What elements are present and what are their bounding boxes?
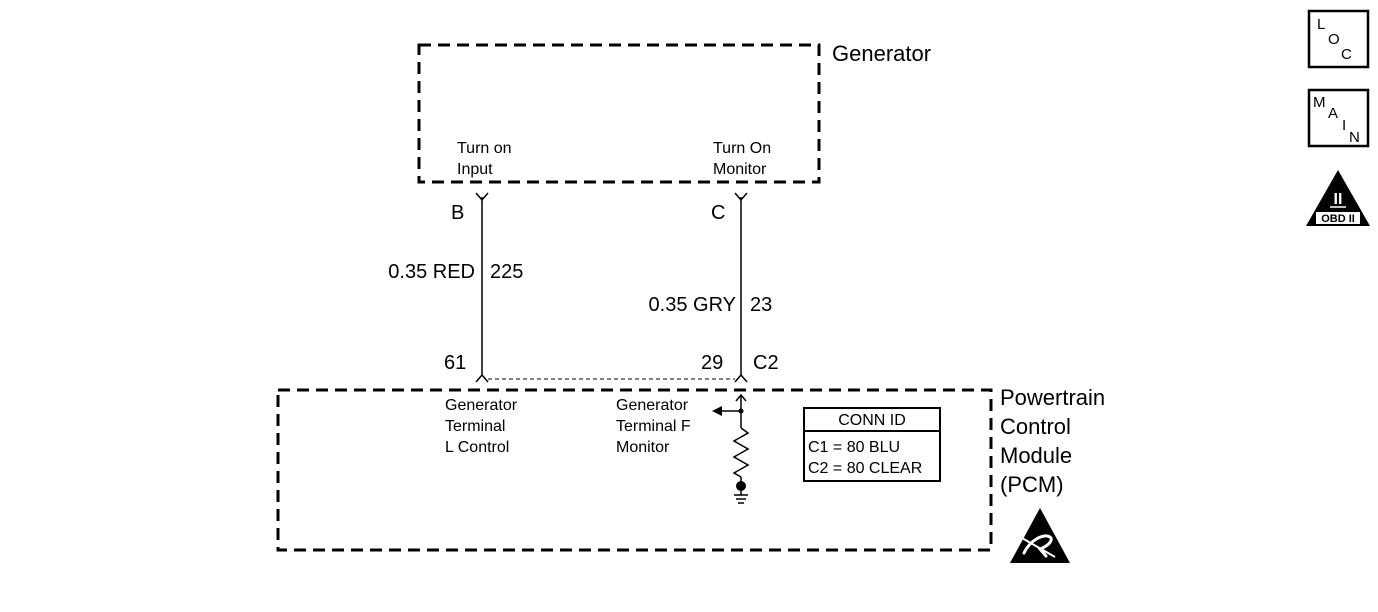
pin-61-label: 61: [444, 352, 466, 374]
turn-on-monitor-label-1: Turn On: [713, 140, 771, 157]
terminal-f-label-3: Monitor: [616, 439, 670, 456]
terminal-f-label-1: Generator: [616, 397, 689, 414]
pcm-title-1: Powertrain: [1000, 385, 1105, 410]
loc-icon-letter-o: O: [1328, 31, 1340, 48]
conn-id-row-c2: C2 = 80 CLEAR: [808, 460, 922, 477]
conn-id-row-c1: C1 = 80 BLU: [808, 439, 900, 456]
wire-225-gauge-color: 0.35 RED: [388, 261, 475, 283]
obd-ii-label: OBD II: [1321, 213, 1355, 225]
turn-on-input-label-1: Turn on: [457, 140, 512, 157]
connector-c2-label: C2: [753, 352, 779, 374]
pcm-title-4: (PCM): [1000, 472, 1064, 497]
main-icon-letter-m: M: [1313, 94, 1326, 111]
loc-icon-letter-l: L: [1317, 16, 1325, 33]
loc-icon-letter-c: C: [1341, 46, 1352, 63]
wire-23-gauge-color: 0.35 GRY: [649, 294, 736, 316]
terminal-l-label-1: Generator: [445, 397, 518, 414]
pin-61-connector-mark: [475, 373, 489, 383]
pcm-title-2: Control: [1000, 414, 1071, 439]
turn-on-input-label-2: Input: [457, 161, 493, 178]
obd-ii-icon[interactable]: II OBD II: [1306, 170, 1370, 226]
pcm-title-3: Module: [1000, 443, 1072, 468]
generator-box: [417, 43, 821, 184]
terminal-f-label-2: Terminal F: [616, 418, 691, 435]
wire-23-circuit: 23: [750, 294, 772, 316]
wire-225-circuit: 225: [490, 261, 523, 283]
pin-29-label: 29: [701, 352, 723, 374]
main-icon-letter-a: A: [1328, 105, 1338, 122]
turn-on-monitor-label-2: Monitor: [713, 161, 767, 178]
obd-ii-numeral: II: [1334, 191, 1343, 208]
pin-c-label: C: [711, 202, 725, 224]
conn-id-table: CONN ID C1 = 80 BLU C2 = 80 CLEAR: [803, 407, 941, 482]
terminal-l-label-3: L Control: [445, 439, 509, 456]
generator-title: Generator: [832, 41, 931, 66]
terminal-l-label-2: Terminal: [445, 418, 505, 435]
main-icon[interactable]: M A I N: [1307, 88, 1370, 148]
main-icon-letter-i: I: [1342, 117, 1346, 134]
pin-29-connector-mark: [734, 373, 748, 383]
esd-sensitive-icon: [1010, 508, 1070, 563]
main-icon-letter-n: N: [1349, 129, 1360, 146]
conn-id-header: CONN ID: [838, 412, 906, 429]
resistor-symbol: [732, 427, 750, 478]
monitor-circuit: [712, 393, 750, 504]
loc-icon[interactable]: L O C: [1307, 9, 1370, 69]
pin-b-label: B: [451, 202, 464, 224]
